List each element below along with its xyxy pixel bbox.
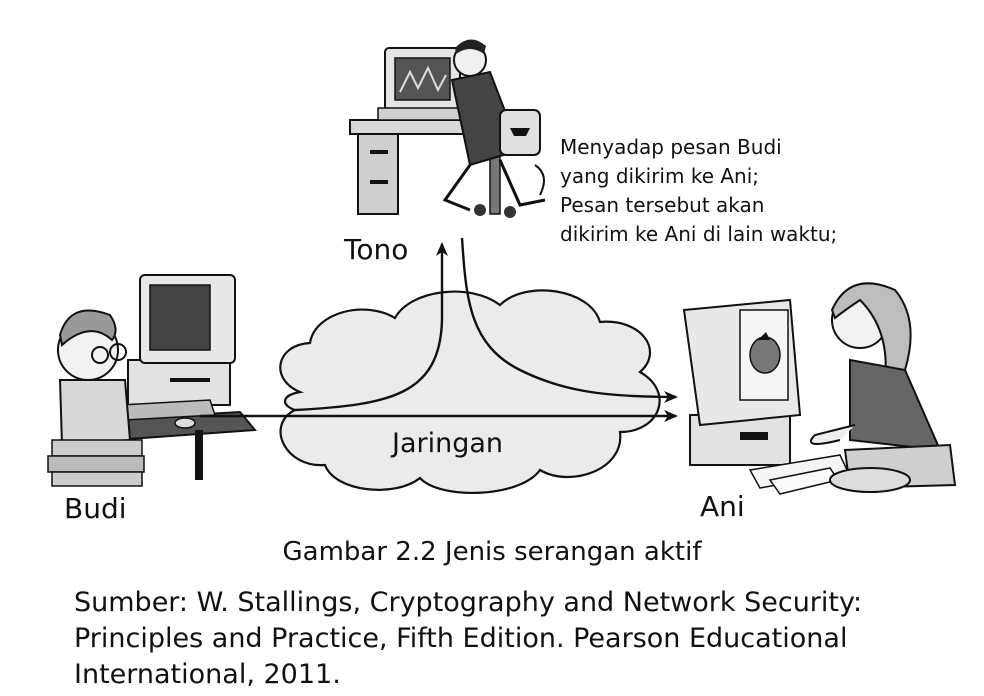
figure-caption: Gambar 2.2 Jenis serangan aktif: [282, 537, 702, 567]
replay-arrow-tono-to-ani: [460, 237, 678, 403]
source-citation: Sumber: W. Stallings, Cryptography and N…: [74, 585, 862, 693]
annotation-line: Pesan tersebut akan: [560, 193, 765, 217]
source-line: Sumber: W. Stallings, Cryptography and N…: [74, 587, 863, 618]
annotation-line: Menyadap pesan Budi: [560, 135, 782, 159]
source-line: International, 2011.: [74, 659, 341, 690]
intercept-arrow-to-tono: [294, 242, 448, 412]
label-tono: Tono: [344, 233, 409, 266]
network-cloud: [279, 289, 661, 495]
ani-figure: [682, 282, 957, 495]
budi-figure: [47, 274, 258, 487]
attack-annotation: Menyadap pesan Budi yang dikirim ke Ani;…: [560, 133, 837, 249]
tono-figure: [349, 39, 546, 218]
source-line: Principles and Practice, Fifth Edition. …: [74, 623, 848, 654]
label-ani: Ani: [700, 490, 745, 523]
annotation-line: dikirim ke Ani di lain waktu;: [560, 222, 838, 246]
label-budi: Budi: [64, 492, 127, 525]
label-network: Jaringan: [392, 428, 504, 459]
annotation-line: yang dikirim ke Ani;: [560, 164, 760, 188]
